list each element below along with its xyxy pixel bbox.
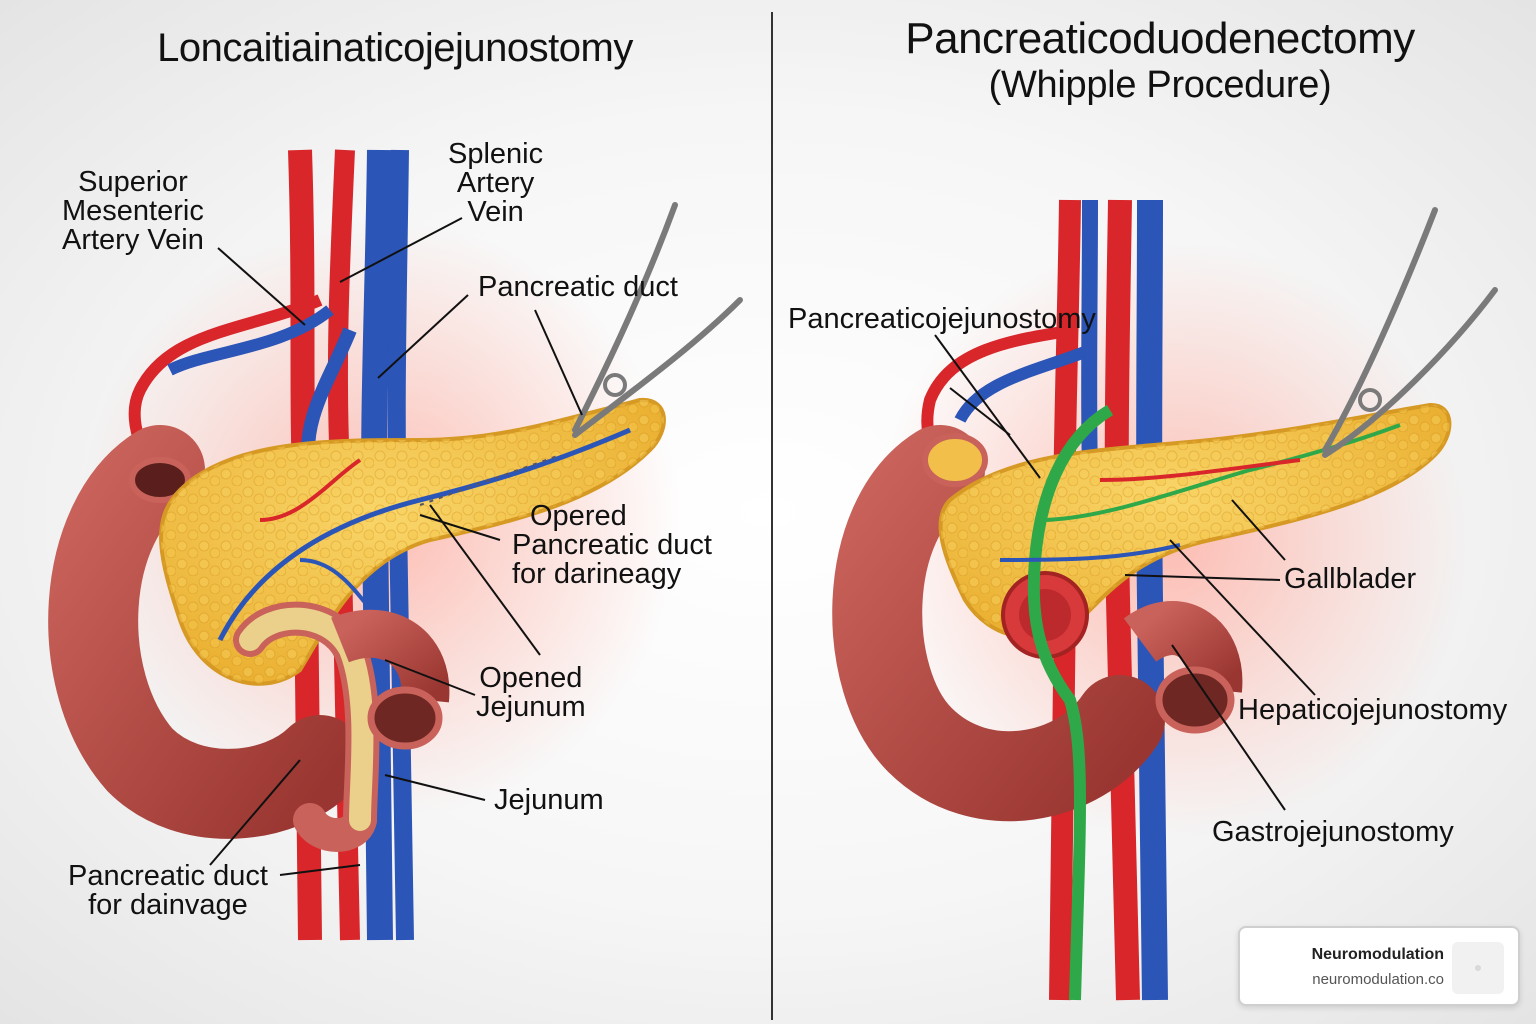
right-clamp (1322, 207, 1498, 458)
label-duct-drainage: Pancreatic duct for dainvage (68, 862, 268, 920)
label-superior-mesenteric: Superior Mesenteric Artery Vein (62, 168, 204, 255)
label-line: Artery (456, 167, 535, 199)
label-opened-jejunum: Opened Jejunum (476, 664, 586, 722)
label-gastrojejunostomy: Gastrojejunostomy (1212, 816, 1454, 848)
left-jejunum-opening (367, 686, 443, 750)
label-line: Mesenteric (62, 195, 204, 227)
label-line: Splenic (448, 138, 544, 170)
label-gallbladder: Gallblader (1284, 563, 1417, 595)
badge-name: Neuromodulation (1311, 946, 1444, 963)
right-main-vein (1136, 199, 1168, 1001)
right-jejunum-opening (1155, 666, 1235, 734)
right-main-artery-2 (1104, 199, 1140, 1001)
right-subtitle: (Whipple Procedure) (988, 64, 1332, 106)
left-clamp (572, 202, 743, 438)
right-bile-duct (1027, 404, 1114, 1001)
left-title: Loncaitiainaticojejunostomy (157, 26, 633, 70)
right-vein-2 (1081, 199, 1098, 471)
right-diagram (832, 199, 1498, 1001)
left-opened-jejunum (331, 609, 450, 703)
right-duodenum (832, 425, 1165, 822)
watermark-badge[interactable]: Neuromodulation neuromodulation.co (1238, 926, 1520, 1006)
right-duodenum-opening (922, 433, 988, 487)
badge-url: neuromodulation.co (1312, 971, 1444, 988)
left-leaders (209, 217, 583, 876)
label-splenic-artery-vein: Splenic Artery Vein (448, 140, 543, 227)
badge-logo-icon (1452, 942, 1504, 994)
left-pancreatic-duct (217, 427, 631, 642)
label-line: for darineagy (512, 558, 682, 590)
label-line: Opened (479, 662, 583, 694)
label-line: Pancreatic duct (512, 529, 712, 561)
right-title: Pancreaticoduodenectomy (905, 14, 1415, 63)
label-jejunum: Jejunum (494, 784, 604, 816)
label-line: Pancreatic duct (68, 860, 268, 892)
label-pancreatic-duct: Pancreatic duct (478, 271, 678, 303)
label-line: Vein (467, 196, 524, 228)
label-line: Artery Vein (62, 224, 204, 256)
right-leaders (934, 334, 1316, 811)
left-branch-vein (167, 305, 334, 376)
left-diagram (48, 149, 743, 941)
left-duodenum-opening (129, 457, 191, 503)
label-hepaticojejunostomy: Hepaticojejunostomy (1238, 694, 1508, 726)
left-duodenum (48, 425, 365, 839)
label-opened-pancreatic-duct: Opered Pancreatic duct for darineagy (512, 502, 712, 589)
label-pancreaticojejunostomy: Pancreaticojejunostomy (788, 303, 1096, 335)
label-line: for dainvage (88, 889, 248, 921)
label-line: Jejunum (476, 691, 586, 723)
left-suture-line (419, 454, 561, 506)
label-line: Opered (530, 500, 627, 532)
label-line: Superior (78, 166, 188, 198)
